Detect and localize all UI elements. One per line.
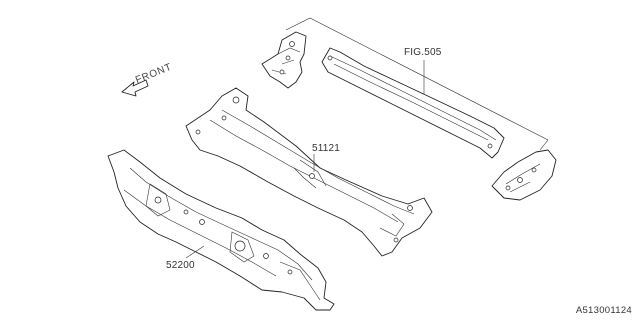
fig505-bracket [285, 17, 549, 151]
part-52200-callout: 52200 [166, 260, 195, 271]
fig505-callout: FIG.505 [404, 47, 442, 58]
upper-cowl-panel-part [321, 47, 505, 159]
diagram-code-label: A513001124 [575, 305, 632, 316]
front-arrow-icon [121, 79, 149, 97]
upper-left-bracket-part [261, 31, 307, 89]
dash-upper-part-51121 [185, 87, 433, 257]
part-51121-callout: 51121 [312, 143, 341, 154]
upper-right-bracket-part [491, 149, 557, 201]
dash-panel-part-52200 [107, 149, 335, 311]
